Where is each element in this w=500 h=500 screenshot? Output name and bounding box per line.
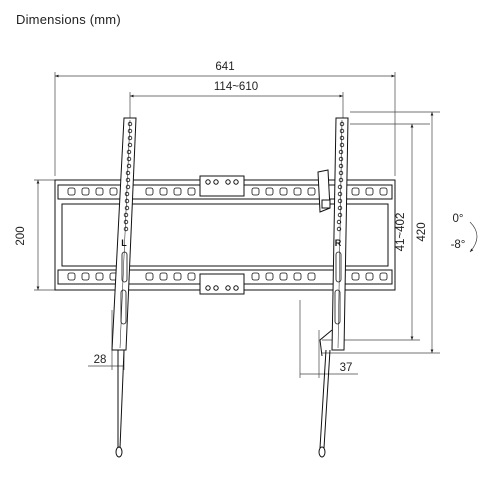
tilt-upper-label: 0°	[453, 213, 464, 225]
diagram-title: Dimensions (mm)	[16, 12, 121, 27]
dimension-lines	[34, 72, 478, 378]
center-bracket-top	[199, 175, 245, 197]
vertical-adjust-label: 41~402	[395, 213, 407, 252]
arm-length-label: 420	[416, 222, 428, 241]
depth-label: 37	[340, 362, 353, 374]
arm-width-label: 28	[94, 354, 107, 366]
left-arm-holes	[120, 121, 133, 325]
top-rail-slots	[67, 187, 388, 196]
bottom-rail-slots	[67, 272, 388, 281]
frame-height-label: 200	[15, 226, 27, 245]
vesa-horizontal-label: 114~610	[214, 81, 258, 93]
left-arm	[111, 117, 137, 458]
left-arm-label: L	[121, 238, 127, 248]
right-arm-label: R	[335, 238, 342, 248]
right-arm-holes	[334, 121, 345, 325]
right-arm	[317, 117, 349, 458]
overall-width-label: 641	[215, 61, 234, 73]
center-bracket-bottom	[199, 273, 245, 295]
tilt-lower-label: -8°	[451, 239, 466, 251]
